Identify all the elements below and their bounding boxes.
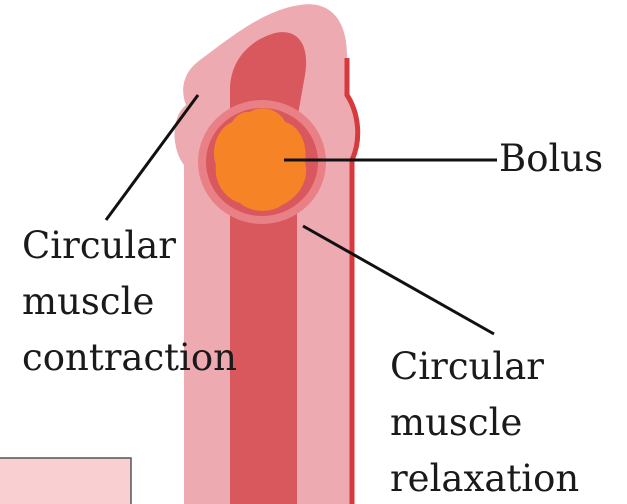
contraction-label-line1: Circular [22,225,176,266]
bolus-label: Bolus [499,138,603,179]
relaxation-label-line1: Circular [390,346,544,387]
relaxation-label-line2: muscle [390,402,522,443]
contraction-label-line3: contraction [22,337,237,378]
contraction-label-line2: muscle [22,281,154,322]
corner-inset-box [0,458,131,504]
relaxation-label-line3: relaxation [390,458,579,499]
